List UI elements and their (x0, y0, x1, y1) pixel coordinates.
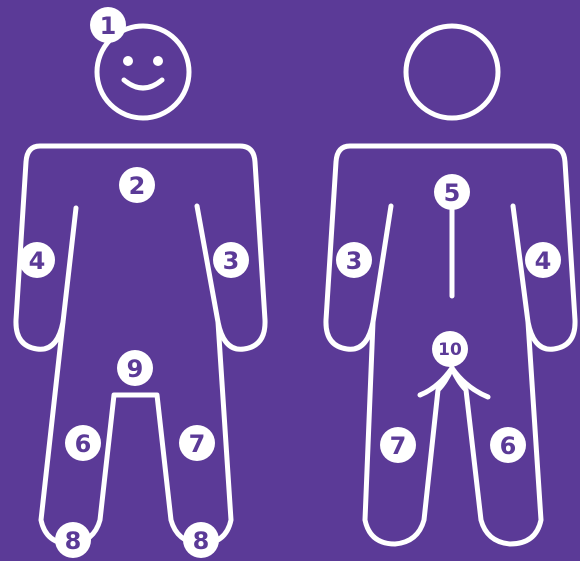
svg-text:9: 9 (127, 355, 144, 383)
svg-text:6: 6 (500, 432, 517, 460)
front-badge-head: 1 (90, 7, 126, 43)
back-badge-left-leg: 7 (380, 427, 416, 463)
front-badge-right-leg: 7 (179, 425, 215, 461)
front-left-arm-line (63, 208, 76, 322)
back-badge-spine: 5 (434, 174, 470, 210)
svg-text:2: 2 (129, 172, 146, 200)
front-badge-left-leg: 6 (65, 425, 101, 461)
back-left-arm-line (373, 206, 391, 322)
smiley-face-icon (123, 56, 163, 88)
svg-text:10: 10 (438, 340, 462, 360)
front-body-outline (16, 146, 265, 544)
back-figure: 5 3 4 10 7 6 (326, 26, 575, 544)
svg-text:7: 7 (189, 430, 206, 458)
svg-text:8: 8 (193, 527, 210, 555)
svg-text:4: 4 (29, 247, 46, 275)
svg-text:3: 3 (223, 247, 240, 275)
svg-text:4: 4 (535, 247, 552, 275)
svg-text:7: 7 (390, 432, 407, 460)
front-badge-left-arm: 4 (19, 242, 55, 278)
back-head-outline (406, 26, 498, 118)
back-badge-left-arm: 3 (336, 242, 372, 278)
front-badge-right-foot: 8 (183, 522, 219, 558)
front-badge-right-arm: 3 (213, 242, 249, 278)
svg-text:5: 5 (444, 179, 461, 207)
svg-text:8: 8 (65, 527, 82, 555)
front-badge-chest: 2 (119, 167, 155, 203)
back-badge-right-leg: 6 (490, 427, 526, 463)
front-figure: 1 2 4 3 9 6 7 8 (16, 7, 265, 558)
svg-text:1: 1 (100, 12, 117, 40)
svg-text:3: 3 (346, 247, 363, 275)
front-badge-left-foot: 8 (55, 522, 91, 558)
buttocks-line (420, 368, 488, 397)
front-badge-groin: 9 (117, 350, 153, 386)
back-badge-right-arm: 4 (525, 242, 561, 278)
svg-text:6: 6 (75, 430, 92, 458)
back-badge-buttocks: 10 (432, 331, 468, 367)
